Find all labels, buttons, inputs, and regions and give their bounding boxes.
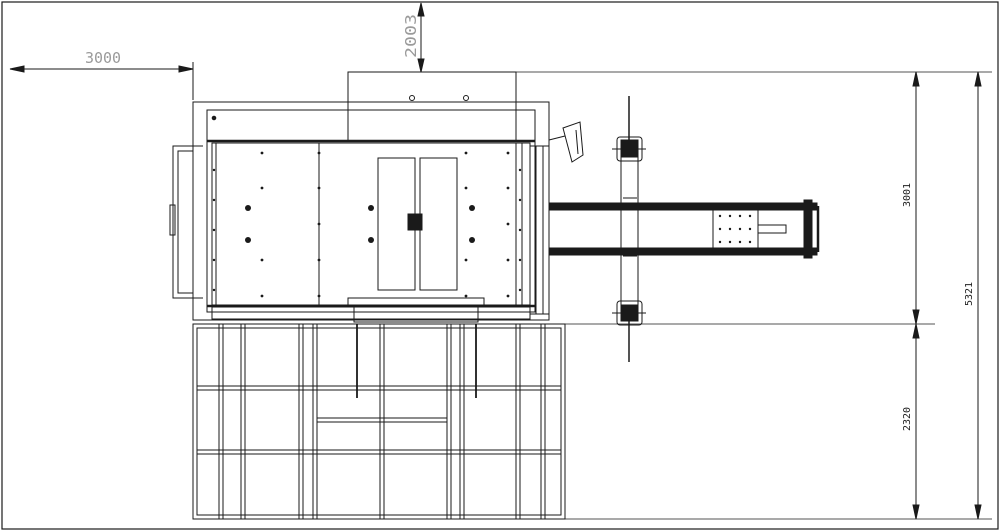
inner-frame bbox=[211, 142, 531, 306]
dimension-left-width-label: 3000 bbox=[85, 49, 121, 67]
machine-body bbox=[169, 71, 550, 323]
discharge-conveyor bbox=[548, 199, 820, 259]
dimension-left-width bbox=[9, 62, 194, 100]
dimension-overall-depth-label: 5321 bbox=[964, 282, 975, 306]
dimension-machine-depth bbox=[912, 71, 920, 325]
dimension-machine-depth-label: 3001 bbox=[902, 183, 913, 207]
dimension-top-clearance-label: 2003 bbox=[402, 14, 420, 58]
frame-studs bbox=[212, 151, 522, 298]
control-lever bbox=[548, 121, 584, 163]
dimension-platform-depth bbox=[912, 323, 920, 520]
dimension-extension-lines bbox=[516, 71, 992, 520]
dimension-top-clearance bbox=[417, 2, 425, 73]
hood-bolt bbox=[463, 95, 469, 101]
conveyor-bolts bbox=[718, 214, 752, 244]
conveyor-cross-beam bbox=[612, 96, 646, 362]
top-hood bbox=[347, 71, 517, 142]
service-platform bbox=[192, 323, 566, 520]
dimension-overall-depth bbox=[974, 71, 982, 520]
dimension-platform-depth-label: 2320 bbox=[902, 407, 913, 431]
hood-bolt bbox=[409, 95, 415, 101]
left-door bbox=[172, 145, 194, 299]
center-window-right bbox=[419, 157, 458, 291]
